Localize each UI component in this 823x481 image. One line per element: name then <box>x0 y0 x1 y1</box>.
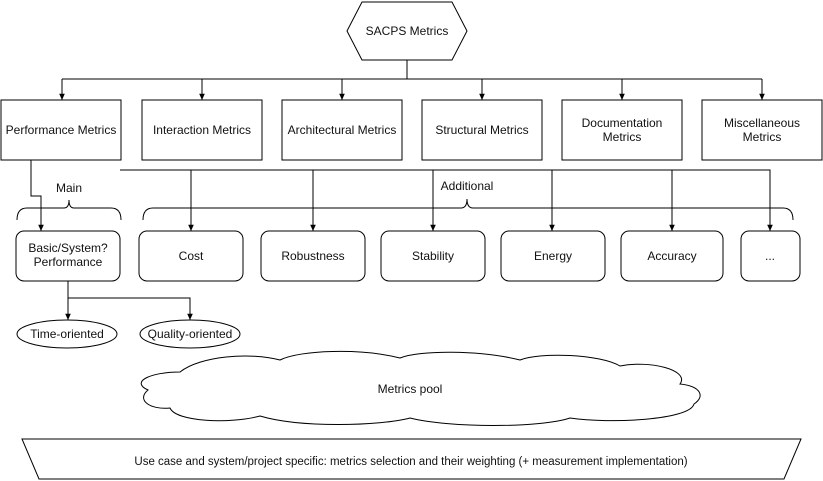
main-group-label: Main <box>56 181 82 195</box>
main-brace <box>16 199 122 221</box>
metrics-pool-cloud: Metrics pool <box>140 350 701 426</box>
root-connectors <box>59 60 765 100</box>
metric-cost-label: Cost <box>179 249 204 263</box>
time-oriented-label: Time-oriented <box>30 327 104 341</box>
metric-connectors <box>30 160 773 231</box>
root-label: SACPS Metrics <box>366 24 449 38</box>
metric-accuracy-label: Accuracy <box>647 249 696 263</box>
category-label-documentation-2: Metrics <box>603 130 642 144</box>
footer-banner: Use case and system/project specific: me… <box>21 438 802 480</box>
category-label-documentation-1: Documentation <box>582 116 663 130</box>
category-label-performance: Performance Metrics <box>6 123 117 137</box>
main-metric-node: Basic/System? Performance <box>15 230 121 282</box>
metric-stability-label: Stability <box>412 249 454 263</box>
category-label-architectural: Architectural Metrics <box>288 123 397 137</box>
additional-brace <box>142 198 794 221</box>
category-label-structural: Structural Metrics <box>435 123 528 137</box>
metric-more-label: ... <box>765 249 775 263</box>
category-row: Performance Metrics Interaction Metrics … <box>0 99 823 161</box>
additional-group-label: Additional <box>441 179 494 193</box>
category-label-misc-1: Miscellaneous <box>724 116 800 130</box>
category-label-misc-2: Metrics <box>743 130 782 144</box>
footer-label: Use case and system/project specific: me… <box>134 456 687 468</box>
performance-types: Time-oriented Quality-oriented <box>16 319 241 349</box>
metrics-pool-label: Metrics pool <box>378 382 443 396</box>
category-label-interaction: Interaction Metrics <box>153 123 251 137</box>
metric-energy-label: Energy <box>534 249 572 263</box>
root-node: SACPS Metrics <box>346 1 468 61</box>
group-labels: Main Additional <box>16 179 794 221</box>
metric-robustness-label: Robustness <box>281 249 344 263</box>
additional-metrics: Cost Robustness Stability Energy Accurac… <box>138 230 801 282</box>
performance-type-connectors <box>65 281 193 320</box>
main-metric-label-2: Performance <box>34 255 103 269</box>
main-metric-label-1: Basic/System? <box>28 241 108 255</box>
quality-oriented-label: Quality-oriented <box>148 327 233 341</box>
